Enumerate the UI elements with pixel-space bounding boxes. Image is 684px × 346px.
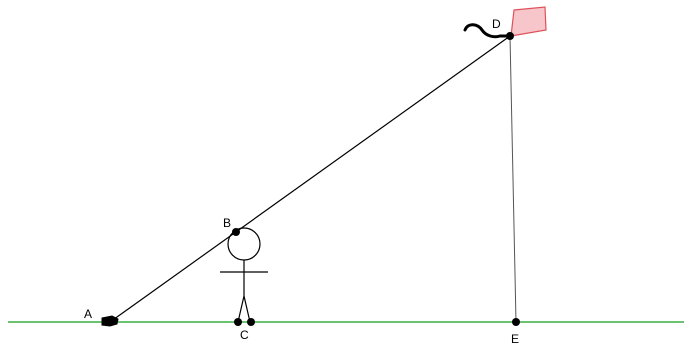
point-C-right-foot-dot [247, 318, 255, 326]
kite-string-line [109, 35, 511, 323]
point-D-dot [506, 32, 514, 40]
point-B-label: B [223, 216, 231, 230]
point-B-dot [232, 228, 240, 236]
point-C-left-foot-dot [234, 318, 242, 326]
stick-figure-right-leg [243, 295, 251, 323]
point-E-dot [512, 318, 520, 326]
point-E-label: E [511, 332, 519, 346]
stick-figure-icon [220, 227, 268, 323]
point-C-label: C [240, 328, 249, 342]
vertical-height-line [509, 35, 517, 323]
point-D-label: D [492, 17, 501, 31]
point-A-label: A [84, 307, 92, 321]
stick-figure-left-leg [237, 295, 245, 323]
kite-tail-icon [463, 23, 512, 39]
kite-icon [510, 6, 547, 37]
point-A-dot [106, 318, 114, 326]
